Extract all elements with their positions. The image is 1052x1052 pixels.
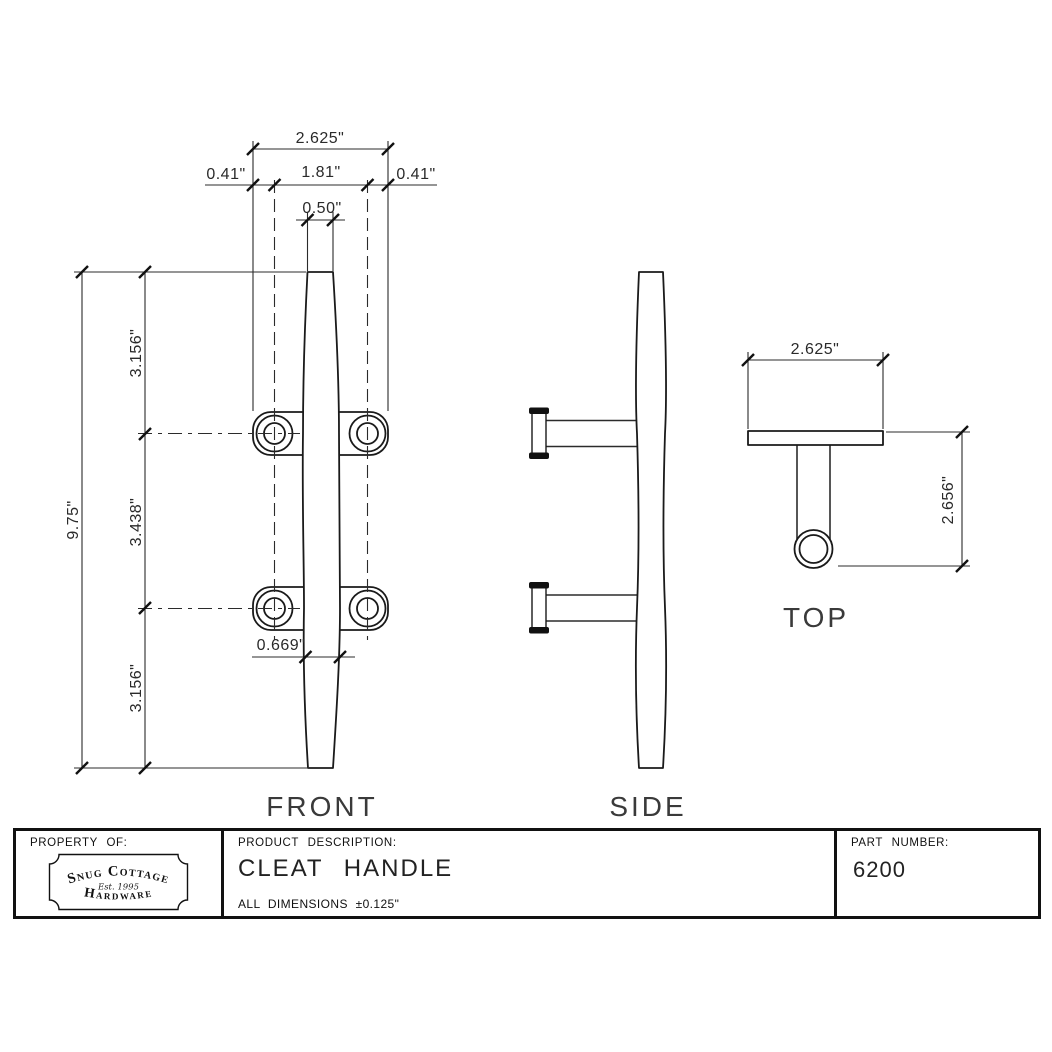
dim-front-overall-width: 2.625": [296, 130, 345, 147]
dim-front-hole-spacing: 1.81": [301, 164, 340, 181]
dim-front-overall-height: 9.75": [65, 500, 82, 539]
tolerance-note: ALL DIMENSIONS ±0.125": [238, 897, 400, 911]
front-dimension-ticks: [75, 142, 395, 775]
side-cleat-body: [635, 271, 667, 769]
dim-front-middle-segment: 3.438": [128, 498, 145, 547]
property-of-label: PROPERTY OF:: [30, 837, 128, 849]
snug-cottage-logo: Snug Cottage Est. 1995 Hardware: [48, 853, 189, 911]
dim-front-top-thickness: 0.50": [302, 200, 341, 217]
top-view: 2.625" 2.656" TOP: [741, 341, 970, 633]
title-block-part-cell: PART NUMBER: 6200: [834, 831, 1038, 916]
top-dimension-ticks: [741, 353, 969, 573]
top-extension-lines: [747, 352, 970, 567]
dim-front-base-thickness: 0.669": [257, 637, 306, 654]
side-view-label: SIDE: [609, 791, 686, 822]
company-logo: Snug Cottage Est. 1995 Hardware: [16, 849, 221, 916]
top-dimension-lines: [748, 359, 963, 566]
part-number-label: PART NUMBER:: [851, 837, 949, 849]
dim-top-overall-depth: 2.656": [940, 476, 957, 525]
front-dimension-lines: [81, 148, 437, 768]
product-name: CLEAT HANDLE: [238, 855, 454, 882]
dim-front-upper-segment: 3.156": [128, 329, 145, 378]
front-cleat-body: [301, 271, 341, 769]
logo-established: Est. 1995: [97, 883, 139, 893]
side-lower-mount-foot: [529, 582, 549, 634]
dim-top-overall-width: 2.625": [791, 341, 840, 358]
dim-front-left-hole-offset: 0.41": [206, 166, 245, 183]
part-number-value: 6200: [853, 857, 906, 882]
product-description-label: PRODUCT DESCRIPTION:: [238, 837, 397, 849]
side-view: SIDE: [529, 271, 686, 822]
orthographic-views: 2.625" 0.41" 1.81" 0.41" 0.50" 9.75" 3.1…: [65, 130, 970, 822]
top-cleat-bar: [747, 430, 884, 446]
logo-name-bottom: Hardware: [83, 884, 152, 902]
top-view-label: TOP: [783, 602, 849, 633]
svg-text:Hardware: Hardware: [83, 884, 153, 902]
front-centerlines: [138, 180, 369, 640]
front-view-label: FRONT: [266, 791, 377, 822]
title-block: PROPERTY OF: Snug Cottage Est. 1995 Hard…: [13, 828, 1041, 919]
title-block-product-cell: PRODUCT DESCRIPTION: CLEAT HANDLE ALL DI…: [221, 831, 834, 916]
dim-front-right-hole-offset: 0.41": [396, 166, 435, 183]
side-standoff-arms: [546, 419, 640, 622]
top-end-circle-inner: [798, 534, 829, 564]
title-block-property-cell: PROPERTY OF: Snug Cottage Est. 1995 Hard…: [16, 831, 221, 916]
side-upper-mount-foot: [529, 407, 549, 459]
dim-front-lower-segment: 3.156": [128, 664, 145, 713]
front-view: 2.625" 0.41" 1.81" 0.41" 0.50" 9.75" 3.1…: [65, 130, 437, 822]
logo-plaque-border: [48, 853, 189, 911]
top-stem: [796, 445, 831, 539]
